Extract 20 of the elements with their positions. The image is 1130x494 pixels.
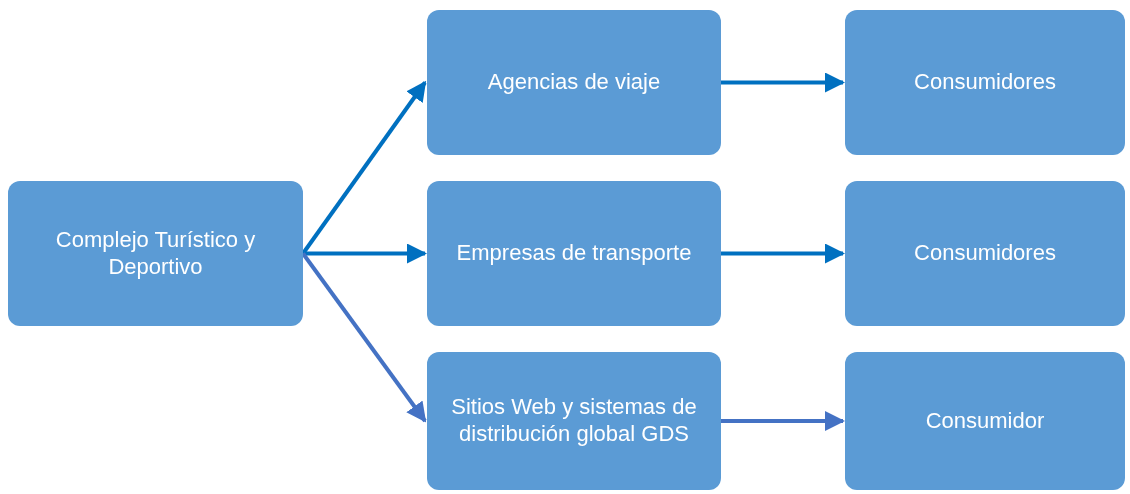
box-label: Consumidor bbox=[925, 407, 1045, 435]
process-box bbox=[845, 352, 1125, 490]
process-box bbox=[427, 352, 721, 490]
arrow bbox=[303, 243, 427, 264]
process-box bbox=[427, 181, 721, 326]
box-label: Consumidores bbox=[914, 240, 1056, 267]
process-box bbox=[845, 181, 1125, 326]
arrow bbox=[301, 80, 427, 255]
arrow bbox=[721, 72, 845, 93]
box-label: Empresas de transporte bbox=[456, 240, 692, 267]
box-label: Agencias de viaje bbox=[487, 69, 661, 96]
arrow bbox=[301, 252, 427, 423]
process-box bbox=[845, 10, 1125, 155]
box-label: Complejo Turístico y Deportivo bbox=[54, 226, 257, 281]
process-box bbox=[427, 10, 721, 155]
arrow bbox=[721, 243, 845, 264]
arrow bbox=[721, 411, 845, 431]
process-box bbox=[8, 181, 303, 326]
box-label: Consumidores bbox=[914, 69, 1056, 96]
box-label: Sitios Web y sistemas de distribución global GDS bbox=[450, 394, 698, 448]
